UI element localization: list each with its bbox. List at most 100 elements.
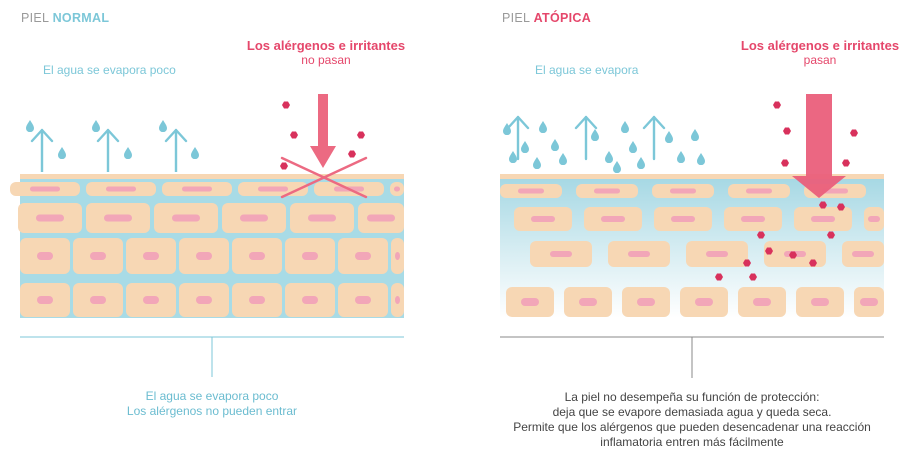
skin-cell: [724, 207, 782, 231]
water-drop-icon: [613, 161, 621, 173]
title-emphasis: ATÓPICA: [533, 11, 592, 25]
allergen-particle-icon: [290, 131, 298, 139]
skin-cell: [564, 287, 612, 317]
skin-cell: [73, 238, 123, 274]
evaporation-arrow-icon: [164, 128, 188, 172]
water-drop-icon: [559, 153, 567, 165]
skin-cell: [73, 283, 123, 317]
skin-cell: [652, 184, 714, 198]
water-drop-icon: [92, 120, 100, 132]
skin-cell: [796, 287, 844, 317]
evaporation-arrow-icon: [96, 128, 120, 172]
water-drop-icon: [539, 121, 547, 133]
skin-cell: [20, 283, 70, 317]
skin-cell: [20, 238, 70, 274]
water-drop-icon: [159, 120, 167, 132]
skin-cell: [864, 207, 884, 231]
evaporation-arrow-icon: [642, 115, 666, 161]
water-drop-icon: [629, 141, 637, 153]
atopic-allergen-heading: Los alérgenos e irritantes pasan: [720, 38, 904, 68]
caption-line: deja que se evapore demasiada agua y que…: [552, 405, 832, 419]
water-drop-icon: [697, 153, 705, 165]
blocked-cross-icon: [280, 156, 368, 199]
skin-cell: [154, 203, 218, 233]
water-drop-icon: [551, 139, 559, 151]
water-drop-icon: [665, 131, 673, 143]
skin-cell: [358, 203, 404, 233]
water-drop-icon: [677, 151, 685, 163]
atopic-allergen-penetration: [715, 94, 858, 281]
skin-cell: [10, 182, 80, 196]
water-drop-icon: [605, 151, 613, 163]
water-drop-icon: [691, 129, 699, 141]
atopic-panel-title: PIEL ATÓPICA: [502, 11, 591, 25]
skin-cell: [680, 287, 728, 317]
allergen-particle-icon: [842, 159, 850, 167]
normal-evaporation: [26, 120, 199, 172]
atopic-evaporation: [503, 115, 705, 173]
caption-line: inflamatoria entren más fácilmente: [600, 435, 784, 449]
allergen-heading-text: Los alérgenos e irritantes: [246, 38, 406, 53]
skin-cell: [126, 238, 176, 274]
normal-skin-surface: [20, 174, 404, 179]
atopic-skin-surface: [500, 174, 884, 179]
skin-cell: [126, 283, 176, 317]
skin-cell: [18, 203, 82, 233]
allergen-particle-icon: [357, 131, 365, 139]
skin-cell: [842, 241, 884, 267]
skin-cell: [728, 184, 790, 198]
skin-cell: [338, 238, 388, 274]
allergen-particle-icon: [348, 150, 356, 158]
skin-cell: [686, 241, 748, 267]
caption-line: Los alérgenos no pueden entrar: [126, 404, 298, 418]
skin-cell: [390, 182, 404, 196]
normal-allergen-heading: Los alérgenos e irritantes no pasan: [226, 38, 426, 68]
normal-skin-illustration: [10, 174, 404, 318]
skin-cell: [794, 207, 852, 231]
skin-cell: [285, 238, 335, 274]
allergen-particle-icon: [783, 127, 791, 135]
skin-cell: [179, 283, 229, 317]
title-prefix: PIEL: [502, 11, 534, 25]
skin-cell: [222, 203, 286, 233]
evaporation-arrow-icon: [30, 128, 54, 172]
allergen-particle-icon: [773, 101, 781, 109]
caption-line: Permite que los alérgenos que pueden des…: [513, 420, 871, 434]
skin-cell: [622, 287, 670, 317]
normal-evaporation-label: El agua se evapora poco: [43, 63, 176, 77]
water-drop-icon: [521, 141, 529, 153]
skin-cell: [391, 283, 404, 317]
skin-cell: [285, 283, 335, 317]
skin-cell: [576, 184, 638, 198]
skin-cell: [530, 241, 592, 267]
water-drop-icon: [591, 129, 599, 141]
skin-cell: [506, 287, 554, 317]
normal-caption: El agua se evapora poco Los alérgenos no…: [20, 389, 404, 419]
skin-cell: [738, 287, 786, 317]
normal-allergen-block: [280, 94, 368, 199]
skin-cell: [654, 207, 712, 231]
skin-cell: [500, 184, 562, 198]
title-prefix: PIEL: [21, 11, 53, 25]
water-drop-icon: [124, 147, 132, 159]
skin-cell: [608, 241, 670, 267]
allergen-arrow-icon: [792, 94, 846, 198]
water-drop-icon: [191, 147, 199, 159]
skin-cell: [338, 283, 388, 317]
skin-cell: [232, 238, 282, 274]
allergen-heading-text: Los alérgenos e irritantes: [740, 38, 900, 53]
skin-cell: [86, 203, 150, 233]
allergen-particle-icon: [280, 162, 288, 170]
water-drop-icon: [509, 151, 517, 163]
water-drop-icon: [58, 147, 66, 159]
normal-panel-title: PIEL NORMAL: [21, 11, 109, 25]
atopic-evaporation-label: El agua se evapora: [535, 63, 639, 77]
title-emphasis: NORMAL: [52, 11, 110, 25]
skin-cell: [232, 283, 282, 317]
skin-cell: [179, 238, 229, 274]
normal-cell-layers: [10, 182, 404, 317]
water-drop-icon: [26, 120, 34, 132]
allergen-particle-icon: [850, 129, 858, 137]
